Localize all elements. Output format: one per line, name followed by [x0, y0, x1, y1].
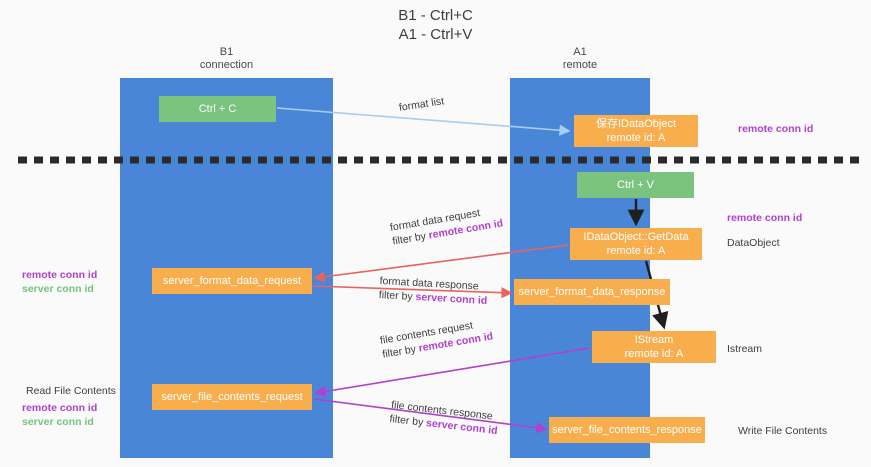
node-istream-line2: remote id: A [624, 348, 684, 360]
lane-header-a1: A1 remote [510, 46, 650, 72]
page-title: B1 - Ctrl+C A1 - Ctrl+V [0, 6, 871, 44]
annotation-left-keys-format: remote conn id server conn id [22, 268, 97, 296]
annotation-write-file-contents: Write File Contents [738, 425, 828, 437]
lane-header-a1-role: remote [562, 59, 598, 71]
node-idataobject-getdata-line1: IDataObject::GetData [583, 231, 689, 243]
node-istream-line1: IStream [634, 334, 674, 346]
annotation-left-keys-file: remote conn id server conn id [22, 401, 97, 429]
node-ctrl-c-label: Ctrl + C [198, 103, 237, 115]
node-save-idataobject-line1: 保存IDataObject [595, 118, 677, 130]
arrow-file-contents-request [314, 347, 591, 397]
filter-key-server-conn-id: server conn id [415, 291, 488, 308]
lane-header-b1: B1 connection [120, 46, 333, 72]
annotation-left-server-conn-id-1: server conn id [22, 283, 94, 295]
filter-prefix: filter by [378, 288, 416, 304]
title-line-2: A1 - Ctrl+V [398, 26, 473, 43]
arrow-file-contents-response [313, 398, 548, 434]
lane-header-b1-role: connection [199, 59, 254, 71]
annotation-left-server-conn-id-2: server conn id [22, 416, 94, 428]
annotation-istream: Istream [727, 343, 763, 355]
node-server-format-data-response-label: server_format_data_response [518, 286, 666, 298]
annotation-dataobject: DataObject [727, 237, 780, 249]
lane-header-b1-name: B1 [219, 46, 234, 58]
node-server-file-contents-request-label: server_file_contents_request [161, 391, 303, 403]
annotation-remote-conn-id-mid: remote conn id [727, 212, 803, 224]
title-line-1: B1 - Ctrl+C [398, 7, 473, 24]
node-ctrl-v-label: Ctrl + V [617, 179, 654, 191]
node-server-file-contents-response[interactable]: server_file_contents_response [549, 417, 705, 443]
annotation-left-remote-conn-id-1: remote conn id [22, 269, 98, 281]
filter-prefix: filter by [388, 412, 427, 429]
arrow-format-data-request [313, 244, 569, 283]
node-server-file-contents-request[interactable]: server_file_contents_request [152, 384, 312, 410]
node-server-format-data-request-label: server_format_data_request [162, 275, 302, 287]
node-save-idataobject[interactable]: 保存IDataObject remote id: A [574, 115, 698, 147]
node-server-file-contents-response-label: server_file_contents_response [552, 424, 702, 436]
node-save-idataobject-line2: remote id: A [606, 132, 666, 144]
node-server-format-data-request[interactable]: server_format_data_request [152, 268, 312, 294]
node-server-format-data-response[interactable]: server_format_data_response [514, 279, 670, 305]
arrow-format-data-response [312, 285, 513, 299]
annotation-read-file-contents: Read File Contents [26, 385, 116, 397]
arrow-format-list [276, 107, 571, 136]
edge-label-format-data-response: format data response filter by server co… [378, 274, 488, 308]
node-idataobject-getdata-line2: remote id: A [606, 245, 666, 257]
annotation-remote-conn-id-top: remote conn id [738, 123, 814, 135]
node-ctrl-v[interactable]: Ctrl + V [577, 172, 694, 198]
node-idataobject-getdata[interactable]: IDataObject::GetData remote id: A [570, 228, 702, 260]
annotation-left-remote-conn-id-2: remote conn id [22, 402, 98, 414]
node-istream[interactable]: IStream remote id: A [592, 331, 716, 363]
lane-header-a1-name: A1 [573, 46, 587, 58]
node-ctrl-c[interactable]: Ctrl + C [159, 96, 276, 122]
